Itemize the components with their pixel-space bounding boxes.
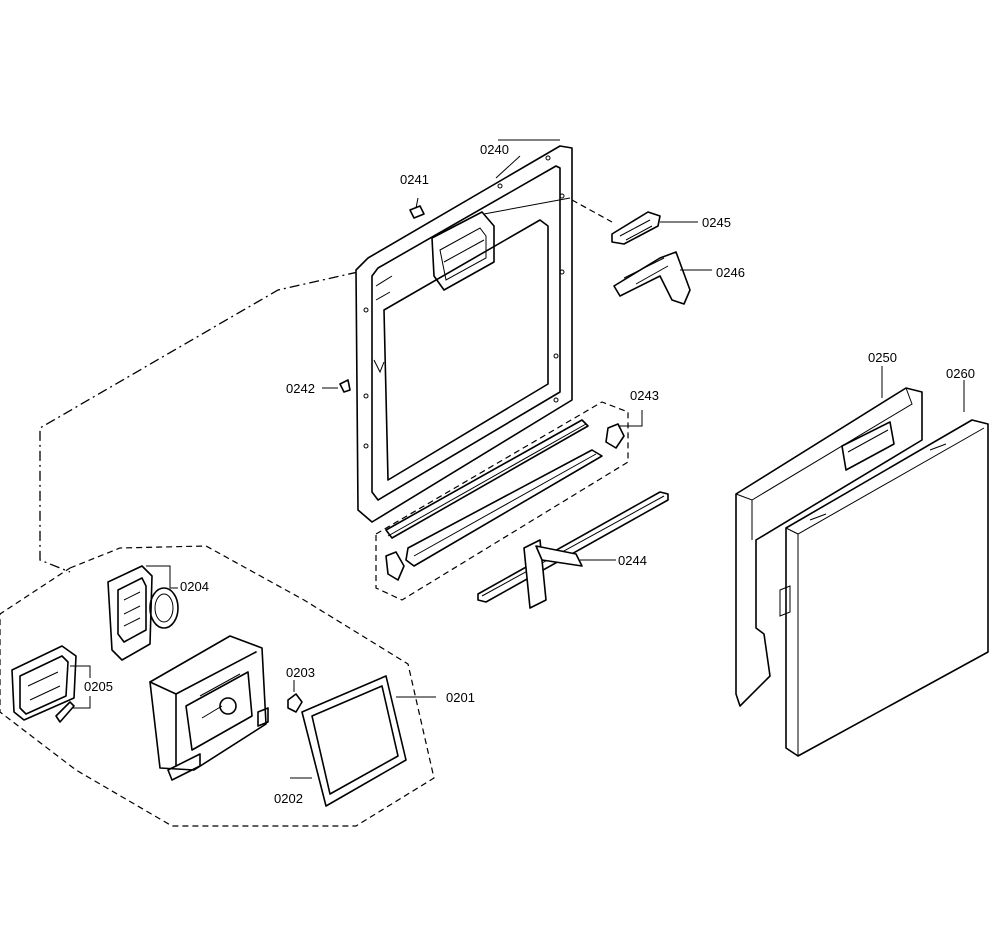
callout-0202: 0202: [274, 791, 303, 806]
part-0242-screw: [322, 379, 351, 393]
part-0245-bracket: [611, 211, 698, 245]
callout-0204: 0204: [180, 579, 209, 594]
callout-0242: 0242: [286, 381, 315, 396]
part-0201-housing: [149, 635, 436, 781]
part-0205-cover: [11, 645, 91, 723]
group-0243-outline: [375, 401, 629, 601]
part-0203-clip: [287, 680, 303, 713]
callout-0245: 0245: [702, 215, 731, 230]
callout-0243: 0243: [630, 388, 659, 403]
callout-0244: 0244: [618, 553, 647, 568]
part-0246-lever: [613, 251, 712, 305]
callout-0203: 0203: [286, 665, 315, 680]
hinge-group-leader: [571, 199, 613, 223]
callout-0250: 0250: [868, 350, 897, 365]
leader-0240-b: [495, 155, 521, 179]
callout-0260: 0260: [946, 366, 975, 381]
callout-0246: 0246: [716, 265, 745, 280]
part-0260-panel: [779, 380, 989, 757]
callout-0240: 0240: [480, 142, 509, 157]
part-0250-panel: [735, 366, 923, 707]
part-0244-rod: [477, 491, 669, 609]
group-control-outline: [0, 545, 435, 827]
callout-0241: 0241: [400, 172, 429, 187]
assembly-group-outline: [39, 271, 359, 573]
part-0243-rail: [385, 410, 643, 581]
part-0204-module: [107, 565, 179, 661]
part-0202-gasket: [290, 675, 407, 807]
callout-0205: 0205: [84, 679, 113, 694]
part-0241-screw: [409, 197, 425, 219]
door-window-link: [483, 197, 571, 215]
part-0240-inner-door: [355, 145, 573, 523]
callout-0201: 0201: [446, 690, 475, 705]
